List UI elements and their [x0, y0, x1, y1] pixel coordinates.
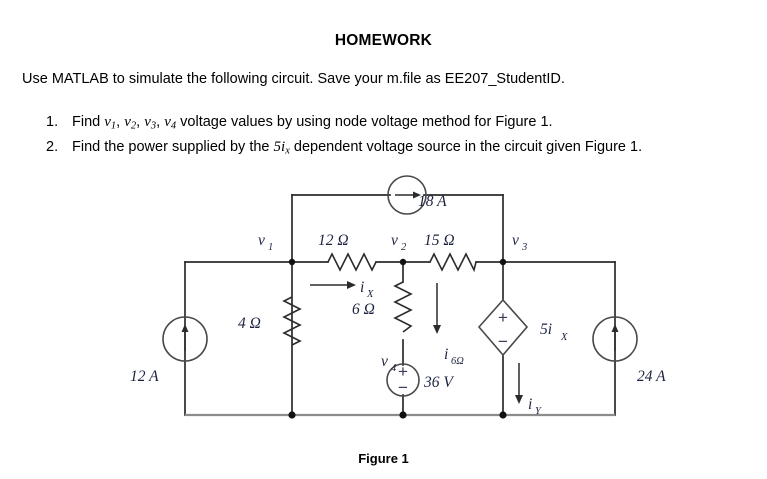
current-ix-label: i [360, 279, 364, 296]
node-dot-v1 [288, 258, 296, 266]
current-source-24a-label: 24 A [637, 368, 666, 385]
current-source-18a [387, 175, 427, 215]
task-text-1: Find v1, v2, v3, v4 voltage values by us… [72, 114, 553, 132]
current-source-12a-arrow-head [181, 324, 189, 332]
current-iy-arrow-head [515, 395, 523, 404]
current-i6ohm-arrow-head [433, 325, 441, 334]
current-ix-label-sub: X [366, 289, 374, 300]
current-iy-label: i [528, 396, 532, 413]
resistor-6-ohm-label: 6 Ω [352, 301, 375, 318]
node-label-v3-sub: 3 [521, 242, 527, 253]
voltage-source-36v [386, 363, 420, 397]
task-list: 1. Find v1, v2, v3, v4 voltage values by… [46, 111, 756, 160]
dependent-voltage-source-plus: + [498, 308, 508, 327]
current-i6ohm-label: i [444, 346, 448, 363]
node-dot-v3 [499, 258, 507, 266]
current-source-24a-arrow-head [611, 324, 619, 332]
dependent-voltage-source-label-sub: X [560, 332, 568, 343]
current-i6ohm-label-sub: 6Ω [451, 356, 464, 367]
node-dot-v2 [399, 258, 407, 266]
voltage-source-36v-plus: + [398, 362, 408, 381]
page-title: HOMEWORK [334, 32, 433, 49]
task-number-1: 1. [46, 114, 59, 130]
resistor-12-ohm-label: 12 Ω [318, 232, 349, 249]
node-label-v4: v [381, 353, 388, 370]
voltage-source-36v-label: 36 V [423, 374, 454, 391]
circuit-svg: + − + − v 1 [130, 175, 666, 419]
current-source-18a-label: 18 A [418, 193, 447, 210]
node-label-v2: v [391, 232, 398, 249]
node-label-v1-sub: 1 [268, 242, 273, 253]
dependent-voltage-source [477, 298, 529, 357]
resistor-4-ohm [282, 296, 302, 346]
resistor-12-ohm [327, 252, 377, 272]
dependent-voltage-source-minus: − [498, 332, 508, 351]
current-ix-arrow-head [347, 281, 356, 289]
node-dot-bottom-mid [399, 411, 407, 419]
resistor-4-ohm-label: 4 Ω [238, 315, 261, 332]
current-source-12a-label: 12 A [130, 368, 159, 385]
intro-instruction: Use MATLAB to simulate the following cir… [22, 71, 565, 87]
current-source-18a-arrow-head [413, 191, 421, 199]
dependent-voltage-source-label: 5i [540, 321, 552, 338]
node-dot-bottom-left [288, 411, 296, 419]
current-source-12a [162, 316, 208, 362]
task-item-1: 1. Find v1, v2, v3, v4 voltage values by… [46, 111, 756, 135]
node-dot-bottom-right [499, 411, 507, 419]
task-text-2: Find the power supplied by the 5ix depen… [72, 138, 643, 156]
task-number-2: 2. [46, 138, 59, 155]
resistor-6-ohm [393, 281, 413, 333]
node-label-v2-sub: 2 [401, 242, 407, 253]
resistor-15-ohm [429, 252, 477, 273]
figure-caption: Figure 1 [358, 451, 409, 466]
current-source-24a [592, 316, 638, 362]
node-label-v4-sub: 4 [391, 363, 397, 374]
node-label-v1: v [258, 232, 265, 249]
voltage-source-36v-minus: − [398, 378, 408, 397]
circuit-diagram: + − + − v 1 [0, 175, 767, 435]
resistor-15-ohm-label: 15 Ω [424, 232, 455, 249]
task-item-2: 2. Find the power supplied by the 5ix de… [46, 136, 756, 160]
node-label-v3: v [512, 232, 519, 249]
current-iy-label-sub: Y [535, 406, 542, 417]
